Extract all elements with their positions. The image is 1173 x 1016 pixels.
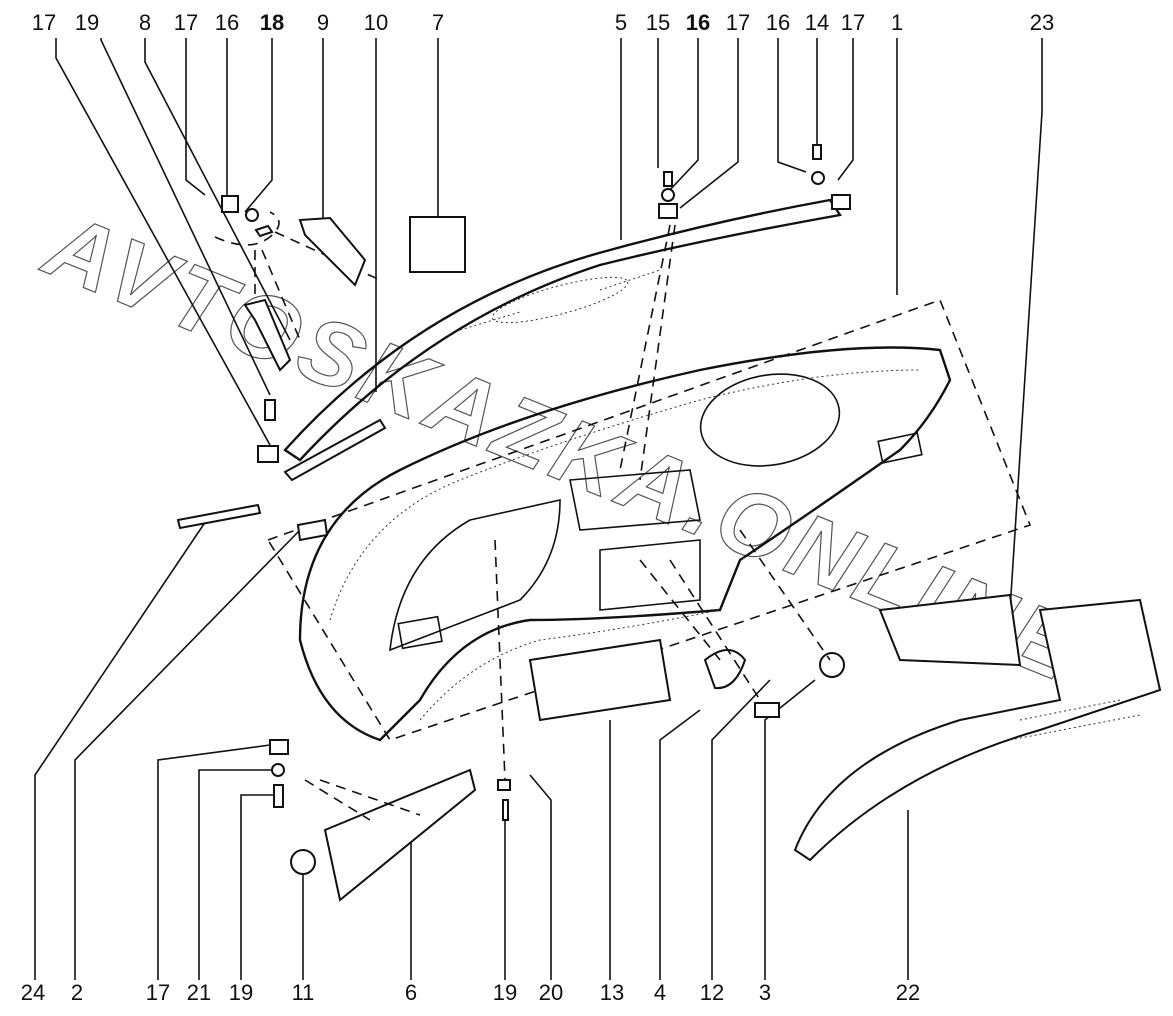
- screw-15: [663, 171, 673, 187]
- callout-16: 16: [685, 10, 711, 35]
- clip-17-right: [831, 194, 851, 210]
- small-parts-bottom-right: [528, 529, 1162, 862]
- washer-16-right: [811, 171, 825, 185]
- callout-19: 19: [74, 10, 100, 35]
- callout-1: 1: [890, 10, 904, 35]
- switch-12: [754, 702, 780, 718]
- clip-17-mid: [658, 203, 678, 219]
- callout-24: 24: [20, 980, 46, 1005]
- callout-17: 17: [31, 10, 57, 35]
- callout-19: 19: [492, 980, 518, 1005]
- screw-18: [254, 224, 274, 238]
- callout-23: 23: [1029, 10, 1055, 35]
- part-dashboard-main: [298, 346, 952, 742]
- callout-16: 16: [765, 10, 791, 35]
- callout-21: 21: [186, 980, 212, 1005]
- cap-3: [819, 652, 845, 678]
- bottom-leader-lines: [34, 514, 909, 980]
- callout-7: 7: [431, 10, 445, 35]
- callout-5: 5: [614, 10, 628, 35]
- panel-13: [528, 638, 672, 722]
- leader-2: [74, 529, 301, 980]
- arrows-to-small-parts: [639, 529, 831, 701]
- callout-6: 6: [404, 980, 418, 1005]
- leader-19b: [240, 794, 275, 980]
- small-parts-top-left: [176, 195, 466, 542]
- console-trim-22: [793, 598, 1162, 862]
- callout-17: 17: [725, 10, 751, 35]
- leader-20: [529, 774, 552, 980]
- callout-17: 17: [145, 980, 171, 1005]
- callout-18: 18: [259, 10, 285, 35]
- callout-22: 22: [895, 980, 921, 1005]
- screw-19-mid: [502, 799, 509, 821]
- leader-17d: [837, 38, 854, 181]
- bracket-9: [298, 216, 367, 287]
- callout-4: 4: [653, 980, 667, 1005]
- label-7: [409, 216, 466, 273]
- clip-20: [497, 779, 511, 791]
- strip-24: [176, 503, 262, 530]
- dashboard-assembly-outline: [266, 298, 1032, 741]
- callout-17: 17: [173, 10, 199, 35]
- leader-4: [659, 709, 701, 980]
- small-parts-top-right: [619, 144, 851, 481]
- leader-21: [198, 769, 275, 980]
- bracket-23: [878, 593, 1022, 667]
- callout-19: 19: [228, 980, 254, 1005]
- clip-17-left: [257, 445, 279, 463]
- bracket-8: [243, 298, 292, 372]
- leader-24: [34, 514, 211, 980]
- clip-17-top: [221, 195, 239, 213]
- callout-16: 16: [214, 10, 240, 35]
- callout-13: 13: [599, 980, 625, 1005]
- top-leader-lines: [55, 38, 1043, 611]
- callout-8: 8: [138, 10, 152, 35]
- callout-15: 15: [645, 10, 671, 35]
- screw-19-bottom: [273, 784, 284, 808]
- callout-20: 20: [538, 980, 564, 1005]
- part-upper-trim-panel: [283, 198, 843, 462]
- arrow-19-20: [494, 539, 506, 781]
- screw-19-top: [264, 399, 276, 421]
- fastener-arrows-mid: [619, 224, 676, 481]
- pad-2: [296, 518, 329, 542]
- leader-19a: [100, 38, 271, 396]
- fastener-group-outline: [214, 211, 280, 246]
- leader-18: [244, 38, 273, 213]
- callout-3: 3: [758, 980, 772, 1005]
- screw-14: [812, 144, 822, 160]
- callout-9: 9: [316, 10, 330, 35]
- callout-12: 12: [699, 980, 725, 1005]
- leader-12: [711, 679, 771, 980]
- plug-11: [290, 849, 316, 875]
- leader-17c: [679, 38, 739, 209]
- tray-arrows: [304, 779, 421, 821]
- callout-10: 10: [363, 10, 389, 35]
- callout-14: 14: [804, 10, 830, 35]
- leader-17a: [55, 38, 271, 446]
- callout-2: 2: [70, 980, 84, 1005]
- callout-11: 11: [291, 980, 315, 1005]
- leader-16c: [777, 38, 807, 173]
- leader-3: [764, 679, 816, 980]
- leader-17e: [157, 744, 271, 980]
- washer-16-mid: [661, 188, 675, 202]
- small-parts-bottom-left: [269, 539, 511, 902]
- leader-8: [144, 38, 291, 341]
- storage-tray-6: [323, 768, 477, 902]
- washer-21: [271, 763, 285, 777]
- rod-10: [283, 418, 387, 482]
- leader-17b: [185, 38, 206, 196]
- washer-16-top: [245, 208, 259, 222]
- clip-17-bottom: [269, 739, 289, 755]
- callout-17: 17: [840, 10, 866, 35]
- leader-16b: [667, 38, 699, 193]
- leader-23: [1009, 38, 1043, 611]
- cap-4: [703, 649, 747, 690]
